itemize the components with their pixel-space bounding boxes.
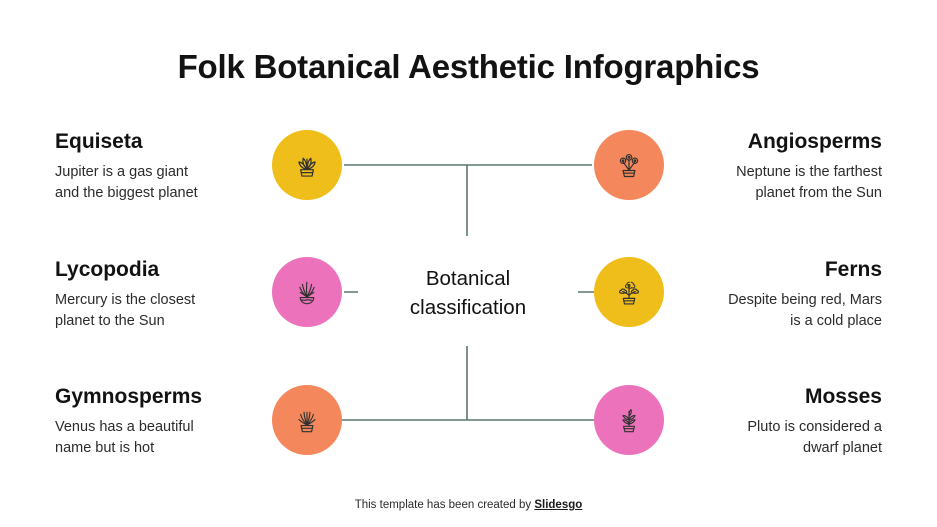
center-node: Botanical classification [358,258,578,329]
item-description-line2: is a cold place [790,313,882,330]
item-heading: Lycopodia [55,257,160,281]
item-description-line1: Jupiter is a gas giant [55,164,188,181]
potted-blossom-cluster-icon [619,153,639,178]
item-description-line2: name but is hot [55,440,155,457]
item-description-line1: Mercury is the closest [55,292,196,309]
infographic-row-2: Lycopodia Mercury is the closest planet … [0,255,937,335]
potted-spiky-grass-icon [299,281,315,305]
item-description-line2: and the biggest planet [55,185,198,202]
item-description: Mercury is the closest planet to the Sun [55,290,310,332]
item-description-line1: Despite being red, Mars [728,292,882,309]
item-description-line1: Venus has a beautiful [55,419,194,436]
item-description: Despite being red, Mars is a cold place [627,290,882,332]
circle-equiseta[interactable] [272,130,342,200]
center-label-line1: Botanical [425,267,511,290]
circle-angiosperms[interactable] [594,130,664,200]
circle-gymnosperms[interactable] [272,385,342,455]
item-description-line1: Pluto is considered a [747,419,882,436]
footer-text: This template has been created by [354,499,535,511]
page-title: Folk Botanical Aesthetic Infographics [177,48,760,85]
potted-agave-icon [298,411,316,433]
item-angiosperms[interactable]: Angiosperms Neptune is the farthest plan… [627,130,882,204]
item-equiseta[interactable]: Equiseta Jupiter is a gas giant and the … [55,130,310,204]
item-mosses[interactable]: Mosses Pluto is considered a dwarf plane… [627,385,882,459]
item-description-line1: Neptune is the farthest [736,164,882,181]
footer-credit: This template has been created by Slides… [0,499,937,511]
item-heading: Ferns [824,257,882,281]
item-description-line2: planet from the Sun [755,185,882,202]
item-lycopodia[interactable]: Lycopodia Mercury is the closest planet … [55,258,310,332]
item-description: Pluto is considered a dwarf planet [627,417,882,459]
item-heading: Angiosperms [747,129,882,153]
potted-succulent-icon [298,157,316,177]
slidesgo-link[interactable]: Slidesgo [534,499,583,511]
item-description-line2: planet to the Sun [55,313,165,330]
item-description: Neptune is the farthest planet from the … [627,162,882,204]
circle-ferns[interactable] [594,257,664,327]
circle-lycopodia[interactable] [272,257,342,327]
item-description-line2: dwarf planet [803,440,882,457]
item-heading: Mosses [804,384,882,408]
item-description: Jupiter is a gas giant and the biggest p… [55,162,310,204]
item-ferns[interactable]: Ferns Despite being red, Mars is a cold … [627,258,882,332]
circle-mosses[interactable] [594,385,664,455]
potted-sprout-icon [622,409,636,433]
item-gymnosperms[interactable]: Gymnosperms Venus has a beautiful name b… [55,385,310,459]
item-heading: Gymnosperms [55,384,203,408]
potted-three-flowers-icon [619,281,639,305]
infographic-row-1: Equiseta Jupiter is a gas giant and the … [0,127,937,207]
item-heading: Equiseta [55,129,143,153]
infographic-row-3: Gymnosperms Venus has a beautiful name b… [0,382,937,462]
center-label-line2: classification [409,296,527,320]
item-description: Venus has a beautiful name but is hot [55,417,310,459]
